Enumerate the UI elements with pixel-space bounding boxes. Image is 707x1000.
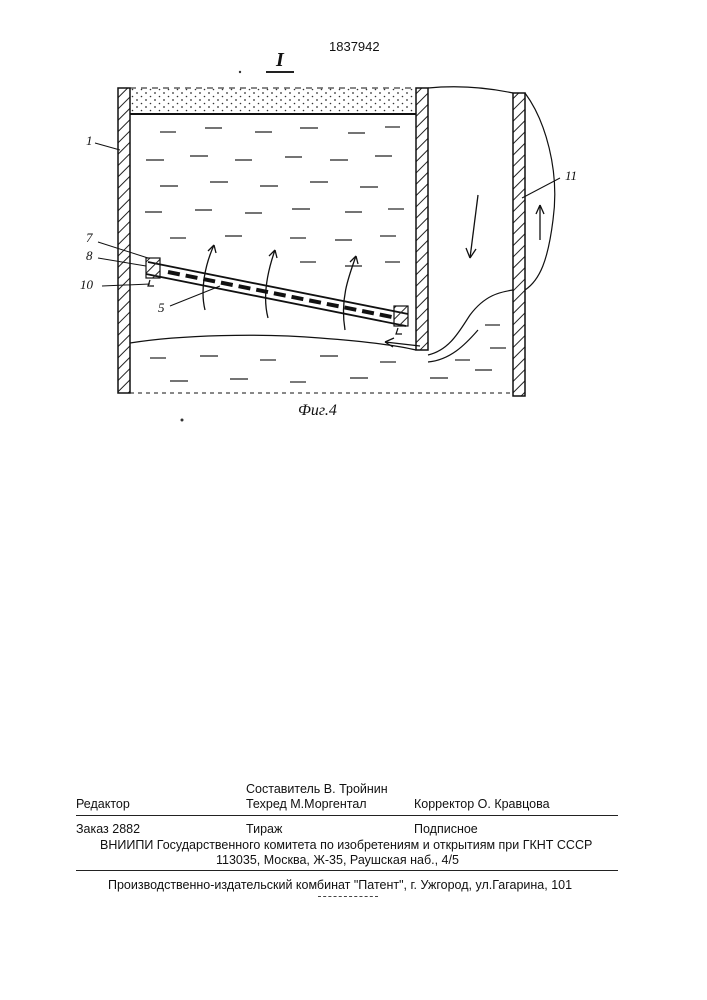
right-wall bbox=[513, 93, 525, 396]
granular-layer bbox=[130, 88, 416, 114]
flow-arrows-up bbox=[203, 245, 358, 330]
left-wall bbox=[118, 88, 130, 393]
subscription-line: Подписное bbox=[414, 822, 478, 836]
leader-lines bbox=[95, 143, 560, 306]
rule-2 bbox=[76, 870, 618, 871]
label-11: 11 bbox=[565, 168, 577, 184]
label-10: 10 bbox=[80, 277, 93, 293]
rule-1 bbox=[76, 815, 618, 816]
label-7: 7 bbox=[86, 230, 93, 246]
figure-4-drawing bbox=[0, 0, 707, 460]
partition-wall bbox=[416, 88, 428, 350]
rule-3 bbox=[318, 896, 378, 897]
circulation-line: Тираж bbox=[246, 822, 282, 836]
liquid-dashes-upper bbox=[145, 127, 404, 266]
corrector-line: Корректор О. Кравцова bbox=[414, 797, 550, 811]
address-line: 113035, Москва, Ж-35, Раушская наб., 4/5 bbox=[216, 853, 459, 867]
institute-line: ВНИИПИ Государственного комитета по изоб… bbox=[100, 838, 592, 852]
tech-editor-line: Техред М.Моргентал bbox=[246, 797, 367, 811]
compiler-line: Составитель В. Тройнин bbox=[246, 782, 388, 796]
inclined-filter bbox=[146, 258, 408, 334]
figure-caption: Фиг.4 bbox=[298, 402, 337, 420]
label-1: 1 bbox=[86, 133, 93, 149]
label-5: 5 bbox=[158, 300, 165, 316]
publisher-line: Производственно-издательский комбинат "П… bbox=[108, 878, 572, 892]
order-line: Заказ 2882 bbox=[76, 822, 140, 836]
editor-label: Редактор bbox=[76, 797, 130, 811]
label-8: 8 bbox=[86, 248, 93, 264]
